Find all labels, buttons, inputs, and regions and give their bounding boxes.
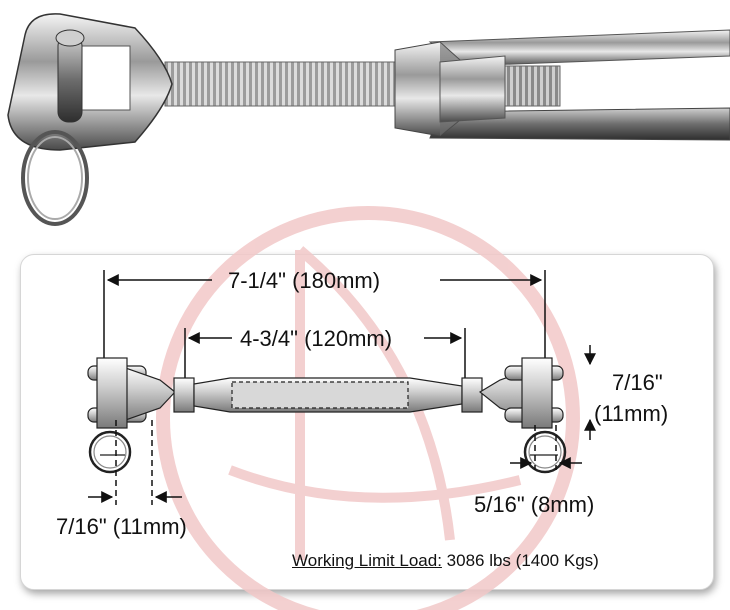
pin-diameter-label: 5/16" (8mm) [474,492,595,517]
overall-length-dimension [103,270,546,365]
turnbuckle-photo [7,13,730,226]
working-limit-load-label: Working Limit Load: [292,551,442,570]
working-limit-load-value: 3086 lbs (1400 Kgs) [446,551,599,570]
body-length-dimension [184,328,466,380]
jaw-width-dimension [88,420,182,505]
working-limit-load: Working Limit Load: 3086 lbs (1400 Kgs) [292,552,599,569]
turnbuckle-drawing [87,357,567,474]
pin-diameter-dimension [510,425,582,470]
jaw-width-label: 7/16" (11mm) [56,514,187,539]
overall-length-label: 7-1/4" (180mm) [228,268,381,293]
body-length-label: 4-3/4" (120mm) [240,326,393,351]
jaw-height-mm-label: (11mm) [594,401,669,426]
jaw-height-inch-label: 7/16" [612,370,663,395]
